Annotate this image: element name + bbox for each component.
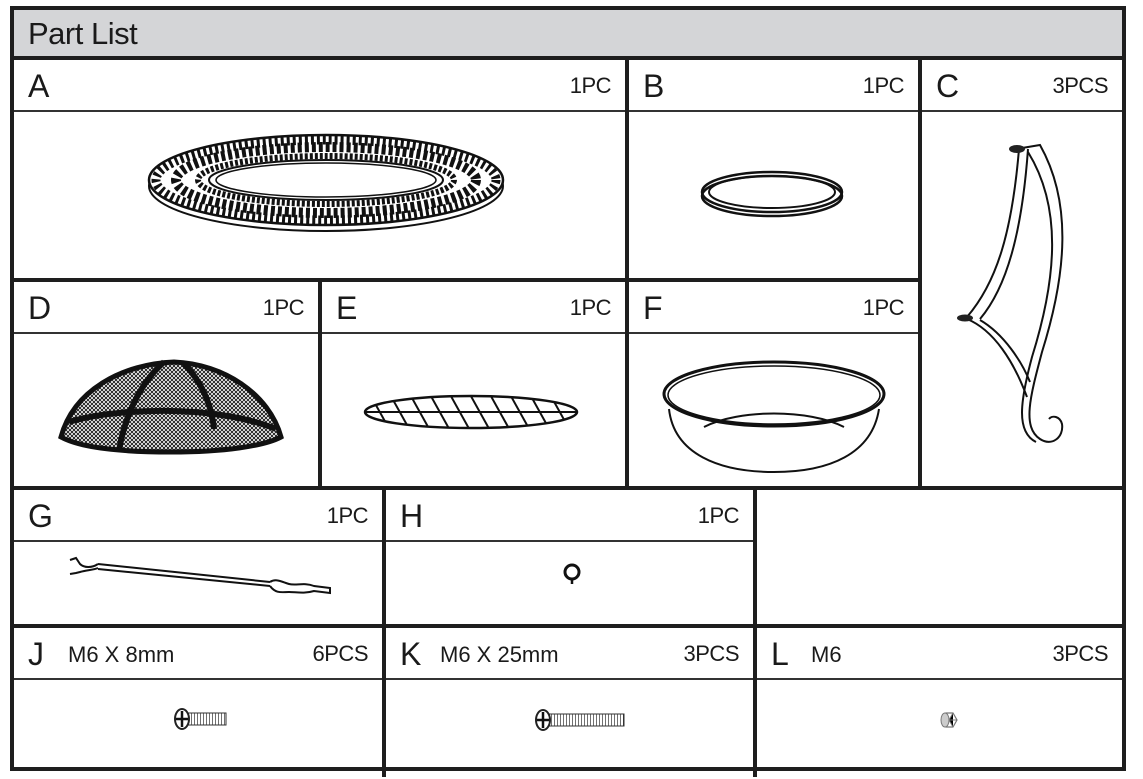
spark-screen-dome-icon bbox=[14, 334, 318, 486]
handle-ring-icon bbox=[386, 542, 753, 624]
part-cell-k: K M6 X 25mm 3PCS bbox=[386, 628, 753, 771]
part-cell-g: G 1PC bbox=[14, 490, 382, 624]
part-quantity: 6PCS bbox=[312, 641, 369, 666]
hex-nut-icon bbox=[757, 680, 1122, 771]
part-cell-b: B 1PC bbox=[629, 60, 918, 278]
part-spec: M6 X 25mm bbox=[440, 642, 559, 667]
mosaic-ring-icon bbox=[14, 112, 625, 278]
part-letter: D bbox=[28, 290, 52, 326]
part-letter: K bbox=[400, 636, 422, 672]
part-cell-l: L M6 3PCS bbox=[757, 628, 1122, 771]
part-letter: G bbox=[28, 498, 53, 534]
part-letter: L bbox=[771, 636, 789, 672]
part-quantity: 1PC bbox=[569, 295, 612, 320]
part-letter: B bbox=[643, 68, 665, 104]
part-letter: A bbox=[28, 68, 50, 104]
part-quantity: 1PC bbox=[697, 503, 740, 528]
divider bbox=[382, 490, 386, 777]
part-quantity: 1PC bbox=[326, 503, 369, 528]
title-bar: Part List bbox=[14, 10, 1122, 60]
divider bbox=[14, 278, 922, 282]
part-cell-h: H 1PC bbox=[386, 490, 753, 624]
part-cell-e: E 1PC bbox=[322, 282, 625, 486]
part-cell-a: A 1PC bbox=[14, 60, 625, 278]
divider bbox=[14, 486, 1122, 490]
ring-icon bbox=[629, 112, 918, 278]
divider bbox=[918, 60, 922, 486]
short-screw-icon bbox=[14, 680, 382, 771]
part-cell-c: C 3PCS bbox=[922, 60, 1122, 486]
part-quantity: 1PC bbox=[862, 73, 905, 98]
empty-cell bbox=[757, 490, 1122, 624]
part-letter: F bbox=[643, 290, 663, 326]
long-screw-icon bbox=[386, 680, 753, 771]
divider bbox=[14, 624, 1122, 628]
part-quantity: 1PC bbox=[862, 295, 905, 320]
divider bbox=[625, 60, 629, 486]
part-spec: M6 bbox=[811, 642, 842, 667]
leg-icon bbox=[922, 112, 1122, 486]
fire-bowl-icon bbox=[629, 334, 918, 486]
part-cell-f: F 1PC bbox=[629, 282, 918, 486]
part-spec: M6 X 8mm bbox=[68, 642, 175, 667]
part-cell-j: J M6 X 8mm 6PCS bbox=[14, 628, 382, 771]
part-quantity: 3PCS bbox=[683, 641, 740, 666]
poker-tool-icon bbox=[14, 542, 382, 624]
part-quantity: 3PCS bbox=[1052, 73, 1109, 98]
part-quantity: 3PCS bbox=[1052, 641, 1109, 666]
part-list-table: Part List A 1PC B 1PC bbox=[10, 6, 1126, 777]
divider bbox=[753, 490, 757, 777]
part-letter: E bbox=[336, 290, 358, 326]
part-quantity: 1PC bbox=[569, 73, 612, 98]
divider bbox=[318, 282, 322, 486]
part-letter: C bbox=[936, 68, 960, 104]
log-grate-icon bbox=[322, 334, 625, 486]
part-letter: J bbox=[28, 636, 44, 672]
part-letter: H bbox=[400, 498, 424, 534]
page-title: Part List bbox=[28, 16, 138, 51]
part-quantity: 1PC bbox=[262, 295, 305, 320]
part-cell-d: D 1PC bbox=[14, 282, 318, 486]
